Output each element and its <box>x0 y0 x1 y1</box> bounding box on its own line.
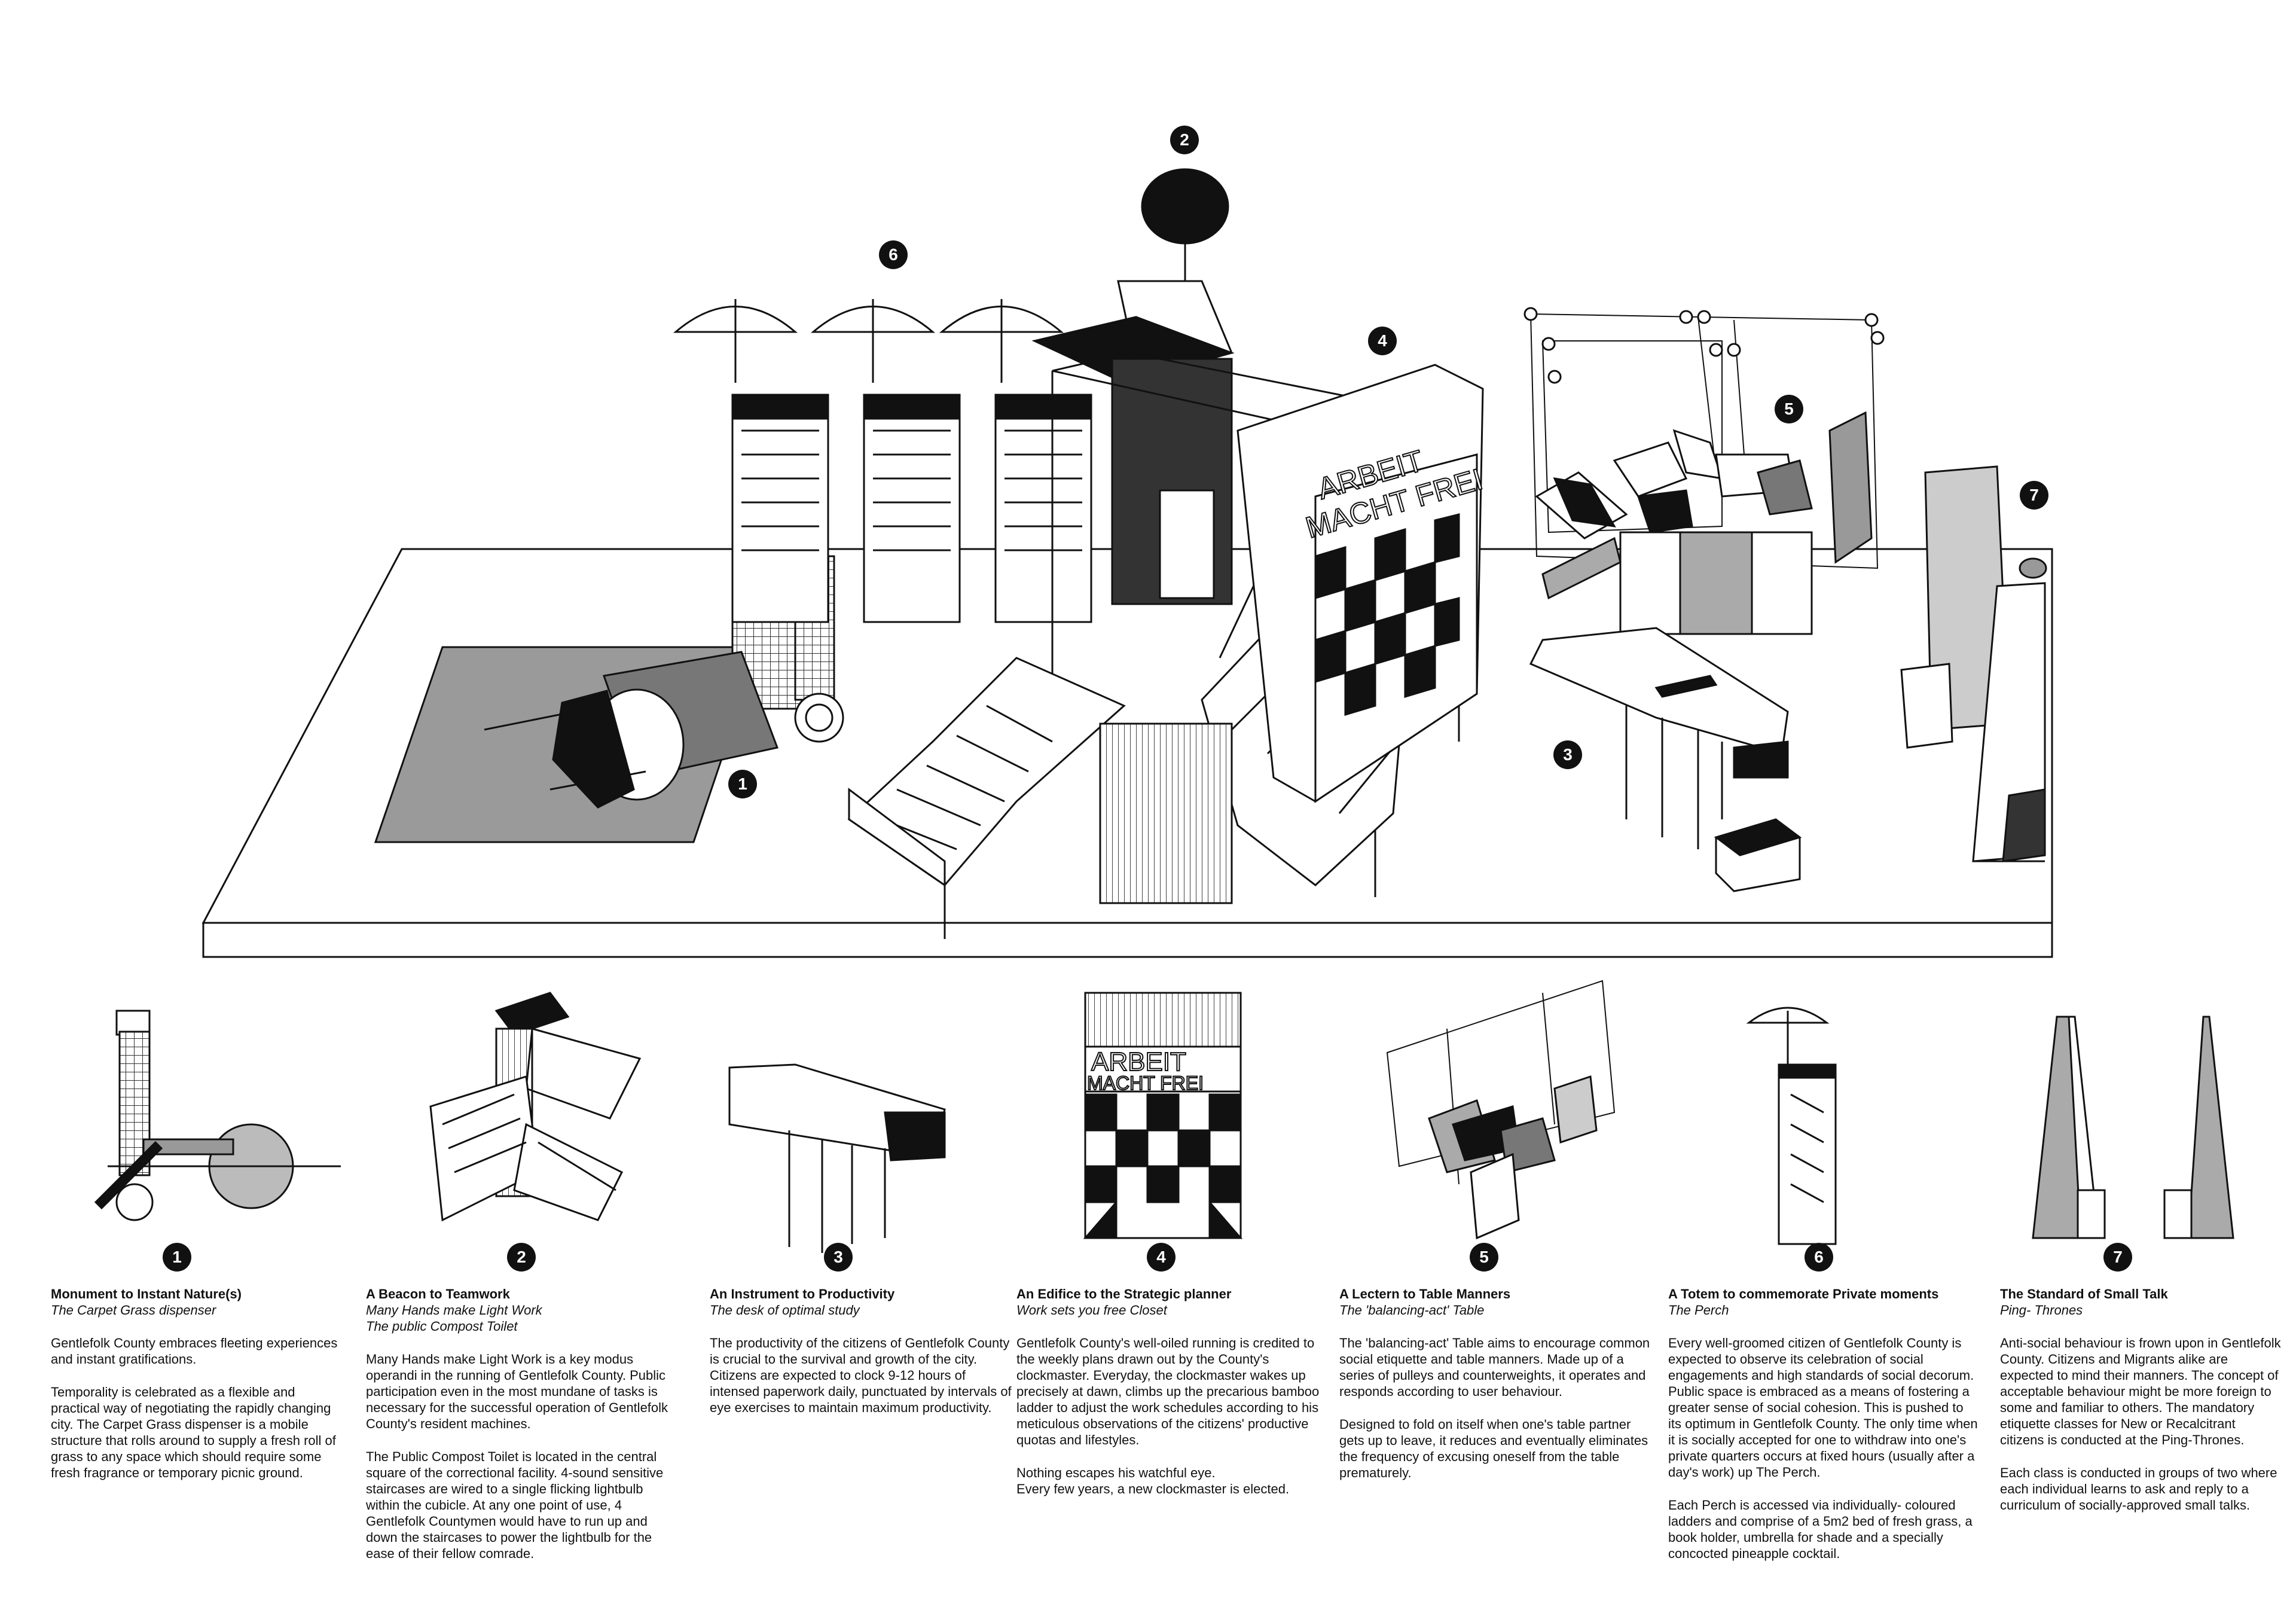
item-1-title: Monument to Instant Nature(s) <box>51 1286 242 1301</box>
item-4-para-1: Gentlefolk County's well-oiled running i… <box>1016 1336 1320 1447</box>
item-2-description: A Beacon to Teamwork Many Hands make Lig… <box>366 1286 677 1562</box>
item-badge-7: 7 <box>2103 1243 2132 1272</box>
item-6-para-2: Each Perch is accessed via individually-… <box>1668 1498 1973 1561</box>
item-badge-3: 3 <box>824 1243 853 1272</box>
balancing-act-table <box>1523 307 1885 635</box>
detail-6 <box>1746 1007 1837 1245</box>
perch-1 <box>673 299 829 623</box>
item-7-description: The Standard of Small Talk Ping- Thrones… <box>2000 1286 2281 1513</box>
scene-badge-7: 7 <box>2020 481 2048 510</box>
item-5-para-2: Designed to fold on itself when one's ta… <box>1339 1417 1648 1480</box>
item-2-subtitle: Many Hands make Light Work The public Co… <box>366 1303 542 1334</box>
item-badge-1: 1 <box>163 1243 191 1272</box>
strategic-planner-closet: ARBEIT MACHT FREI <box>1236 364 1487 803</box>
item-5-subtitle: The 'balancing-act' Table <box>1339 1303 1485 1318</box>
item-6-para-1: Every well-groomed citizen of Gentlefolk… <box>1668 1336 1978 1480</box>
item-1-description: Monument to Instant Nature(s) The Carpet… <box>51 1286 338 1481</box>
item-badge-4: 4 <box>1147 1243 1176 1272</box>
item-2-title: A Beacon to Teamwork <box>366 1286 510 1301</box>
detail-1 <box>94 1010 341 1221</box>
detail-drawings: ARBEIT MACHT FREI <box>94 980 2234 1253</box>
scene-badge-3: 3 <box>1553 740 1582 769</box>
item-7-para-1: Anti-social behaviour is frown upon in G… <box>2000 1336 2281 1447</box>
item-1-subtitle: The Carpet Grass dispenser <box>51 1303 216 1318</box>
item-1-para-1: Gentlefolk County embraces fleeting expe… <box>51 1336 338 1367</box>
perches <box>673 299 1092 623</box>
item-4-title: An Edifice to the Strategic planner <box>1016 1286 1232 1301</box>
item-2-para-2: The Public Compost Toilet is located in … <box>366 1449 664 1561</box>
item-6-subtitle: The Perch <box>1668 1303 1729 1318</box>
item-3-description: An Instrument to Productivity The desk o… <box>710 1286 1012 1416</box>
desk-of-optimal-study <box>1529 627 1802 892</box>
item-1-para-2: Temporality is celebrated as a flexible … <box>51 1385 336 1480</box>
item-7-title: The Standard of Small Talk <box>2000 1286 2168 1301</box>
detail-sign-line1: ARBEIT <box>1091 1047 1186 1077</box>
detail-5 <box>1386 980 1616 1240</box>
item-4-subtitle: Work sets you free Closet <box>1016 1303 1167 1318</box>
item-7-para-2: Each class is conducted in groups of two… <box>2000 1465 2277 1513</box>
item-4-para-2: Nothing escapes his watchful eye. Every … <box>1016 1465 1290 1496</box>
item-6-description: A Totem to commemorate Private moments T… <box>1668 1286 1979 1562</box>
item-badge-6: 6 <box>1805 1243 1833 1272</box>
item-2-para-1: Many Hands make Light Work is a key modu… <box>366 1352 668 1431</box>
perch-2 <box>810 299 961 623</box>
item-4-description: An Edifice to the Strategic planner Work… <box>1016 1286 1321 1497</box>
detail-7 <box>2032 1016 2234 1239</box>
item-7-subtitle: Ping- Thrones <box>2000 1303 2083 1318</box>
item-5-description: A Lectern to Table Manners The 'balancin… <box>1339 1286 1656 1481</box>
item-6-title: A Totem to commemorate Private moments <box>1668 1286 1939 1301</box>
ping-thrones <box>1900 465 2047 862</box>
item-5-para-1: The 'balancing-act' Table aims to encour… <box>1339 1336 1650 1399</box>
detail-4: ARBEIT MACHT FREI <box>1083 992 1243 1239</box>
perch-3 <box>939 299 1092 623</box>
item-3-title: An Instrument to Productivity <box>710 1286 895 1301</box>
scene-badge-5: 5 <box>1775 395 1803 423</box>
detail-3 <box>728 1063 946 1253</box>
scene-badge-4: 4 <box>1368 327 1397 355</box>
scene-badge-2: 2 <box>1170 126 1199 154</box>
item-3-subtitle: The desk of optimal study <box>710 1303 860 1318</box>
item-badge-2: 2 <box>507 1243 536 1272</box>
item-5-title: A Lectern to Table Manners <box>1339 1286 1511 1301</box>
item-3-para-1: The productivity of the citizens of Gent… <box>710 1336 1012 1415</box>
detail-sign-line2: MACHT FREI <box>1087 1072 1204 1094</box>
item-badge-5: 5 <box>1470 1243 1498 1272</box>
scene-badge-1: 1 <box>728 770 757 798</box>
scene-badge-6: 6 <box>879 240 908 269</box>
detail-2 <box>429 992 642 1222</box>
